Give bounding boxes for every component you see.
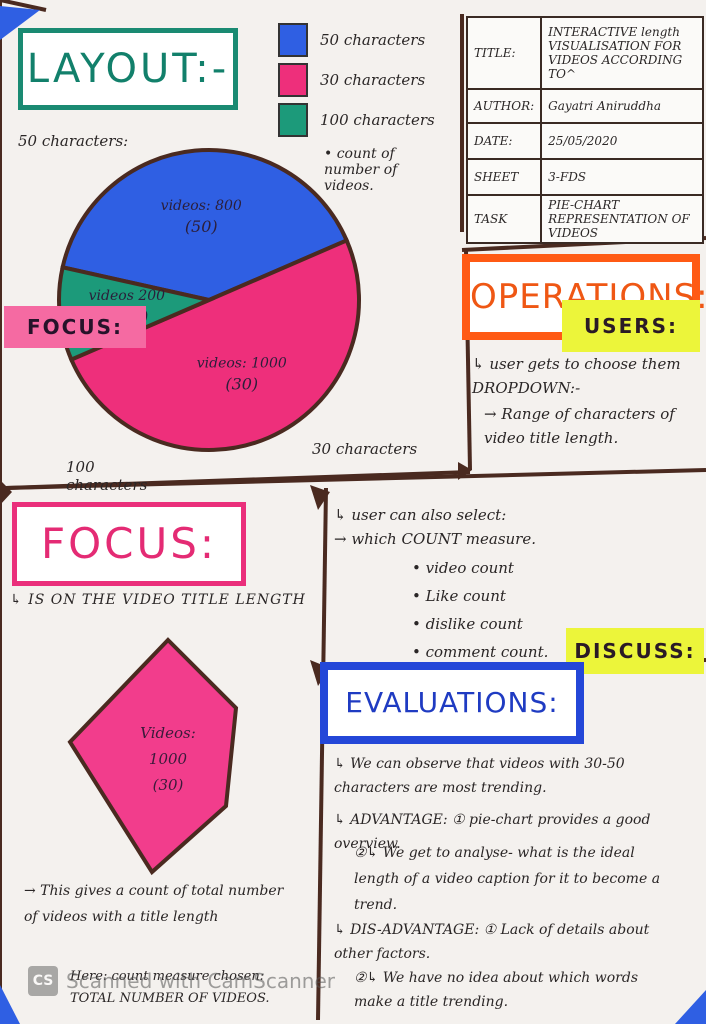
legend: 50 characters 30 characters 100 characte… (278, 23, 458, 194)
pie-slice-label: videos: 800 (161, 198, 242, 214)
legend-swatch-50 (278, 23, 308, 57)
operations-line-1: ↳ user gets to choose them DROPDOWN:- (472, 355, 681, 397)
discuss-tag-text: DISCUSS: (574, 639, 696, 663)
evaluations-heading-inner: EVALUATIONS: (328, 670, 576, 736)
legend-label: 100 characters (320, 111, 435, 129)
count-measure-list: • video count • Like count • dislike cou… (412, 554, 548, 666)
list-item: • video count (412, 559, 514, 577)
scanner-watermark: CS Scanned with CamScanner (28, 966, 335, 996)
legend-swatch-30 (278, 63, 308, 97)
list-item: • dislike count (412, 615, 523, 633)
info-label: DATE: (465, 122, 543, 160)
watermark-text: Scanned with CamScanner (66, 969, 335, 993)
focus-note-2: Here: count measure chosen: TOTAL NUMBER… (70, 969, 270, 1006)
legend-label: 50 characters (320, 31, 426, 49)
info-table: TITLE:INTERACTIVE length VISUALISATION F… (465, 16, 704, 244)
users-tag: USERS: (562, 300, 700, 352)
layout-heading-text: LAYOUT:- (26, 46, 230, 92)
label-30-characters: 30 characters (312, 440, 418, 458)
operations-line-2: → Range of characters of video title len… (484, 405, 675, 447)
info-value: PIE-CHART REPRESENTATION OF VIDEOS (540, 194, 704, 244)
focus-shape-labels: Videos: 1000 (30) (128, 720, 208, 798)
pie-slice-label: videos 200 (89, 288, 166, 304)
users-tag-text: USERS: (583, 314, 679, 338)
info-table-wrap: TITLE:INTERACTIVE length VISUALISATION F… (465, 16, 704, 244)
pie-chart: videos: 800 (50) videos: 1000 (30) videos 20… (57, 148, 361, 452)
focus-shape (67, 637, 239, 876)
pie-slice-label: videos: 1000 (197, 356, 287, 372)
focus-subtitle: ↳ IS ON THE VIDEO TITLE LENGTH (10, 592, 306, 608)
pie-slice (60, 148, 350, 303)
info-label: TITLE: (465, 16, 543, 90)
focus-tag: FOCUS: (4, 306, 146, 348)
info-label: TASK (465, 194, 543, 244)
legend-swatch-100 (278, 103, 308, 137)
info-value: 25/05/2020 (540, 122, 704, 160)
evaluation-line-1: ↳ We can observe that videos with 30-50 … (334, 756, 625, 796)
info-value: 3-FDS (540, 158, 704, 196)
operations-line-4: → which COUNT measure. (334, 530, 536, 548)
pie-slice-value-label: (50) (185, 217, 218, 236)
operations-line-3: ↳ user can also select: (334, 506, 507, 524)
info-value: INTERACTIVE length VISUALISATION FOR VID… (540, 16, 704, 90)
evaluations-heading-text: EVALUATIONS: (345, 686, 559, 719)
evaluations-heading: EVALUATIONS: (320, 662, 584, 744)
focus-tag-text: FOCUS: (27, 315, 123, 339)
label-50-characters: 50 characters: (18, 132, 129, 150)
watermark-badge: CS (28, 966, 58, 996)
table-row: TITLE:INTERACTIVE length VISUALISATION F… (465, 16, 704, 90)
focus-shape-text-2: 1000 (148, 750, 188, 768)
focus-heading-text: FOCUS: (40, 519, 218, 568)
layout-heading: LAYOUT:- (18, 28, 238, 110)
legend-note: • count of number of videos. (324, 146, 398, 194)
focus-shape-text-1: Videos: (140, 724, 196, 742)
list-item: • comment count. (412, 643, 549, 661)
legend-item-100: 100 characters (278, 103, 458, 137)
pie-slice-value-label: (30) (225, 375, 258, 394)
legend-item-50: 50 characters (278, 23, 458, 57)
legend-label: 30 characters (320, 71, 426, 89)
info-value: Gayatri Aniruddha (540, 88, 704, 124)
table-row: AUTHOR:Gayatri Aniruddha (465, 88, 704, 124)
evaluation-line-4: ↳ DIS-ADVANTAGE: ① Lack of details about… (334, 922, 650, 962)
focus-shape-text-3: (30) (152, 776, 184, 794)
evaluation-line-2: ↳ ADVANTAGE: ① pie-chart provides a good… (334, 812, 651, 852)
pie-slice (68, 237, 361, 452)
label-100-characters: 100 characters (66, 458, 148, 494)
table-row: DATE:25/05/2020 (465, 122, 704, 160)
info-label: AUTHOR: (465, 88, 543, 124)
focus-note-1: → This gives a count of total number of … (24, 883, 284, 925)
evaluation-line-3: ②↳ We get to analyse- what is the ideal … (354, 845, 661, 913)
discuss-tag: DISCUSS: (566, 628, 704, 674)
info-label: SHEET (465, 158, 543, 196)
evaluation-line-5: ②↳ We have no idea about which words mak… (354, 970, 639, 1010)
legend-item-30: 30 characters (278, 63, 458, 97)
list-item: • Like count (412, 587, 506, 605)
focus-heading: FOCUS: (12, 502, 246, 586)
